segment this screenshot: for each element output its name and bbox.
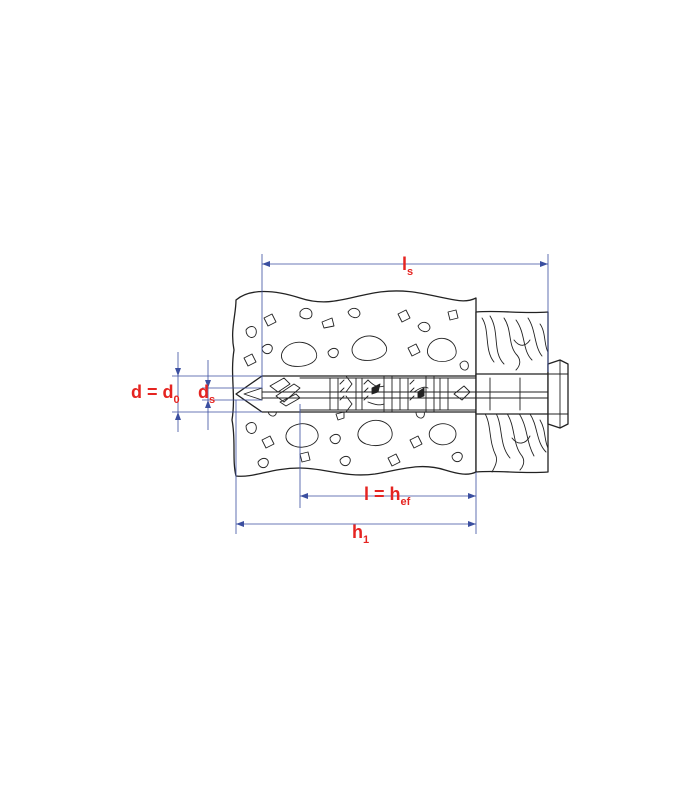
label-h1: h1 — [352, 522, 369, 546]
hex-head — [547, 359, 569, 429]
plug-collar — [475, 373, 549, 415]
dimension-ls — [261, 254, 549, 388]
anchor-assembly — [235, 359, 569, 429]
label-ls: ls — [402, 254, 413, 278]
dimension-lhef — [299, 404, 477, 508]
plug-sleeve — [269, 375, 477, 413]
label-l-hef: l = hef — [364, 484, 411, 508]
dimension-d — [172, 352, 262, 432]
concrete-aggregate — [243, 307, 469, 469]
label-d-d0: d = d0 — [131, 382, 180, 406]
dimension-ds — [202, 360, 262, 430]
label-ds: ds — [198, 382, 215, 406]
wood-grain — [481, 315, 549, 473]
screw-tip — [243, 387, 263, 401]
dimension-h1 — [235, 400, 477, 534]
